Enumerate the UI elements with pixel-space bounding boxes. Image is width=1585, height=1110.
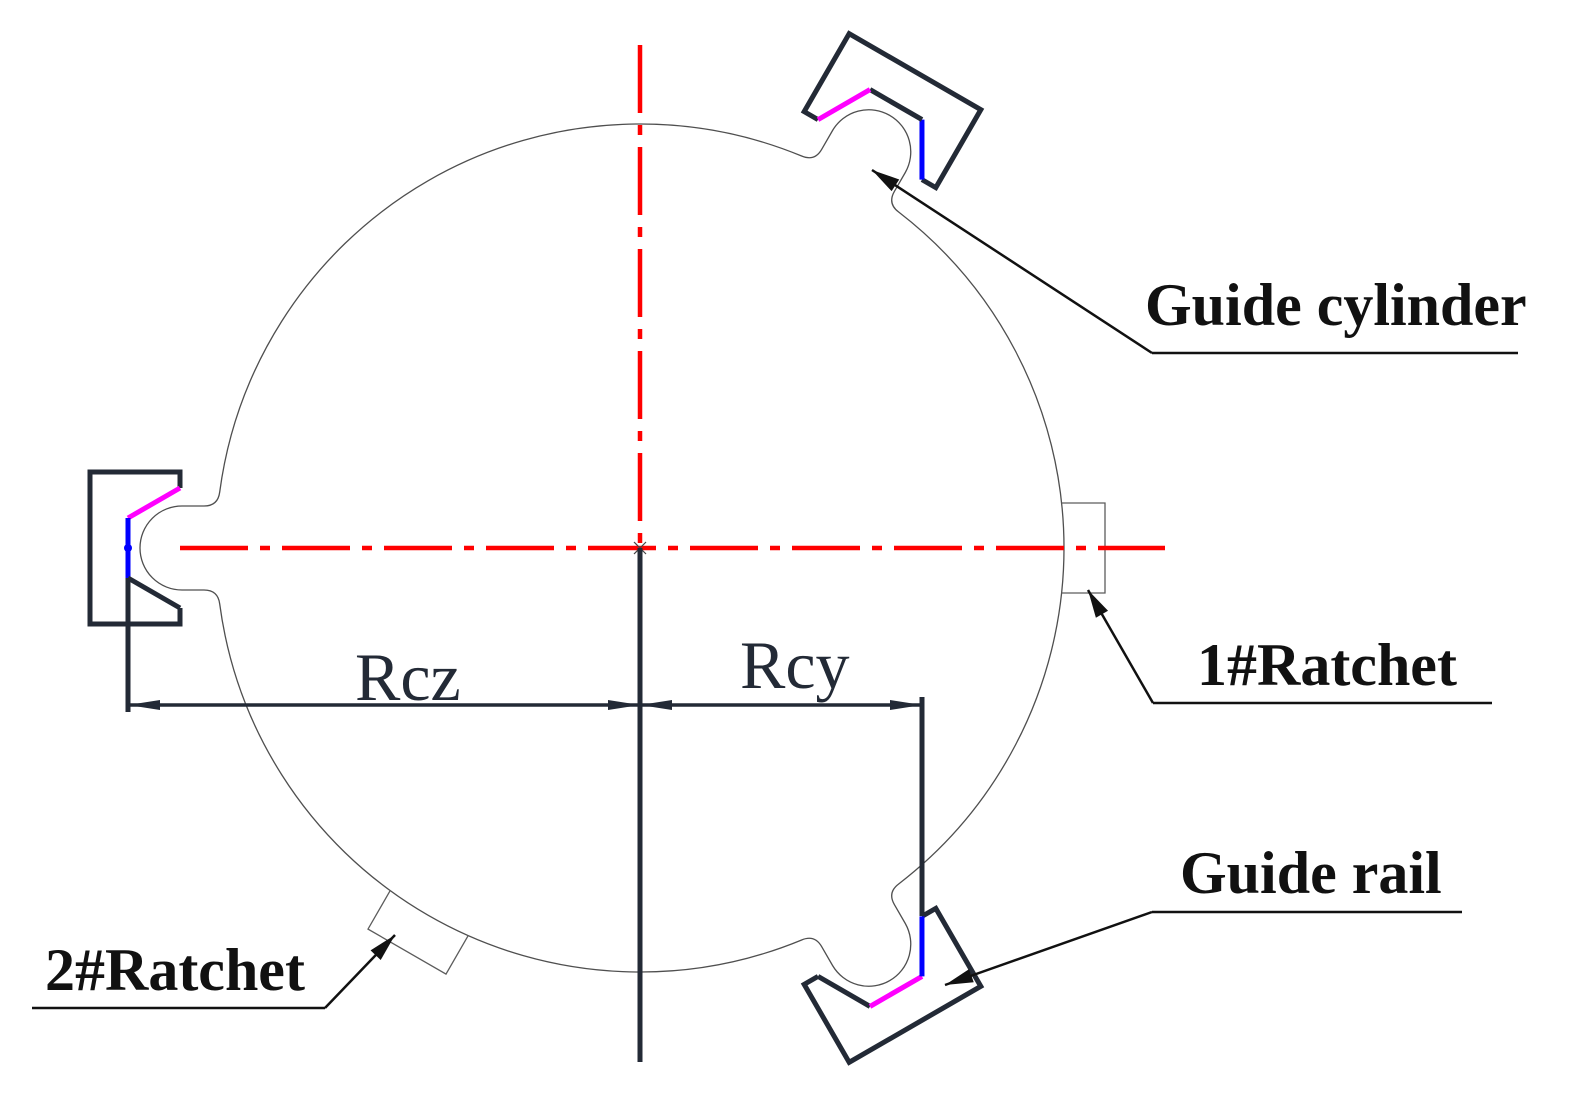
guide-rail-top-right xyxy=(800,30,985,192)
rail-face-blue xyxy=(919,119,925,180)
rail-face-blue xyxy=(919,916,925,977)
rail-channel xyxy=(800,30,985,192)
leader-ratchet-2 xyxy=(324,934,396,1009)
leader-ratchet-1 xyxy=(1086,589,1155,704)
guide-rail-left xyxy=(87,469,183,627)
dimension-label-rcz: Rcz xyxy=(355,639,461,715)
ratchet-2-outline xyxy=(367,890,469,975)
callout-ratchet-1: 1#Ratchet xyxy=(1197,632,1457,698)
dimension-label-rcy: Rcy xyxy=(740,627,850,703)
rail-face-dark xyxy=(868,87,924,122)
rail-face-magenta xyxy=(868,974,924,1009)
rail-face-magenta xyxy=(816,87,872,122)
leader-guide-rail xyxy=(944,910,1153,987)
callout-guide-rail: Guide rail xyxy=(1180,840,1442,906)
rail-channel xyxy=(800,904,985,1066)
leader-guide-cylinder xyxy=(871,168,1153,355)
rail-face-dark xyxy=(126,575,182,611)
rail-face-dark xyxy=(816,974,872,1009)
callout-ratchet-2: 2#Ratchet xyxy=(45,937,305,1003)
rail-channel xyxy=(87,469,183,627)
contact-point xyxy=(124,544,132,552)
callout-guide-cylinder: Guide cylinder xyxy=(1145,272,1527,338)
guide-rail-bottom-right xyxy=(800,904,985,1066)
ring-body-outline xyxy=(139,109,1065,987)
rail-face-magenta xyxy=(126,485,182,521)
